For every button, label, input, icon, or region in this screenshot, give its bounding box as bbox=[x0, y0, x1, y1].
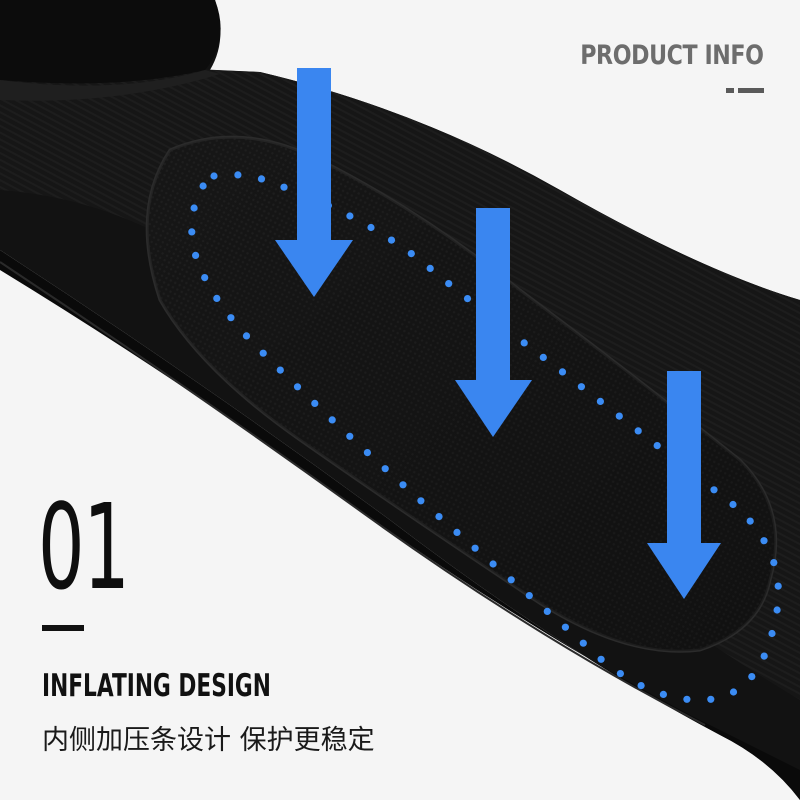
pad-dotted-outline bbox=[188, 171, 782, 703]
down-arrow-icon bbox=[647, 371, 721, 599]
outline-dot bbox=[683, 695, 691, 703]
outline-dot bbox=[539, 353, 547, 361]
outline-dot bbox=[577, 383, 586, 391]
header-accent-bar bbox=[726, 88, 764, 93]
outline-dot bbox=[729, 688, 738, 696]
outline-dot bbox=[445, 280, 453, 288]
outline-dot bbox=[579, 639, 587, 647]
outline-dot bbox=[192, 251, 200, 259]
down-arrow-icon bbox=[275, 68, 353, 297]
outline-dot bbox=[453, 528, 461, 537]
outline-dot bbox=[710, 486, 718, 494]
outline-dot bbox=[199, 182, 207, 190]
outline-dot bbox=[311, 399, 319, 407]
outline-dot bbox=[748, 673, 756, 681]
outline-dot bbox=[597, 655, 605, 663]
outline-dot bbox=[637, 682, 645, 690]
outline-dot bbox=[760, 652, 768, 660]
outline-dot bbox=[729, 500, 737, 509]
outline-dot bbox=[407, 250, 415, 258]
outline-dot bbox=[328, 416, 336, 424]
outline-dot bbox=[242, 332, 251, 340]
outline-dot bbox=[774, 582, 782, 590]
outline-dot bbox=[234, 171, 242, 179]
outline-dot bbox=[659, 690, 668, 699]
outline-dot bbox=[201, 274, 209, 282]
outline-dot bbox=[773, 606, 781, 614]
outline-dot bbox=[276, 366, 284, 374]
outline-dot bbox=[634, 427, 642, 435]
outline-dot bbox=[463, 295, 472, 303]
outline-dot bbox=[596, 397, 605, 405]
outline-dot bbox=[561, 623, 570, 631]
outline-dot bbox=[558, 368, 567, 376]
outline-dot bbox=[210, 172, 218, 180]
outline-dot bbox=[507, 576, 515, 584]
feature-title: INFLATING DESIGN bbox=[42, 668, 271, 704]
header-title: PRODUCT INFO bbox=[580, 40, 765, 71]
outline-dot bbox=[417, 497, 425, 505]
outline-dot bbox=[280, 183, 288, 191]
outline-dot bbox=[435, 513, 443, 521]
outline-dot bbox=[489, 560, 497, 568]
feature-number: 01 bbox=[38, 478, 130, 616]
outline-dot bbox=[471, 544, 479, 552]
outline-dot bbox=[426, 264, 434, 272]
outline-dot bbox=[227, 314, 235, 322]
outline-dot bbox=[746, 517, 754, 525]
outline-dot bbox=[399, 481, 407, 489]
outline-dot bbox=[543, 607, 551, 616]
outline-dot bbox=[367, 223, 375, 232]
outline-dot bbox=[707, 695, 715, 703]
outline-dot bbox=[525, 592, 533, 600]
feature-subtitle: 内侧加压条设计 保护更稳定 bbox=[42, 725, 375, 756]
outline-dot bbox=[387, 236, 396, 244]
outline-dot bbox=[259, 349, 267, 357]
outline-dot bbox=[213, 294, 221, 302]
outline-dot bbox=[346, 212, 354, 220]
outline-dot bbox=[770, 559, 778, 567]
outline-dot bbox=[616, 670, 625, 678]
outline-dot bbox=[653, 442, 661, 450]
down-arrow-icon bbox=[455, 208, 532, 437]
section-header: PRODUCT INFO bbox=[540, 40, 765, 93]
number-underline bbox=[42, 625, 84, 631]
outline-dot bbox=[615, 412, 623, 420]
outline-dot bbox=[381, 465, 389, 473]
outline-dot bbox=[363, 449, 371, 457]
outline-dot bbox=[190, 204, 198, 212]
outline-dot bbox=[293, 383, 302, 391]
outline-dot bbox=[346, 432, 354, 440]
outline-dot bbox=[768, 629, 776, 638]
outline-dot bbox=[257, 175, 266, 183]
outline-dot bbox=[760, 537, 768, 545]
outline-dot bbox=[520, 339, 528, 347]
outline-dot bbox=[188, 228, 196, 236]
